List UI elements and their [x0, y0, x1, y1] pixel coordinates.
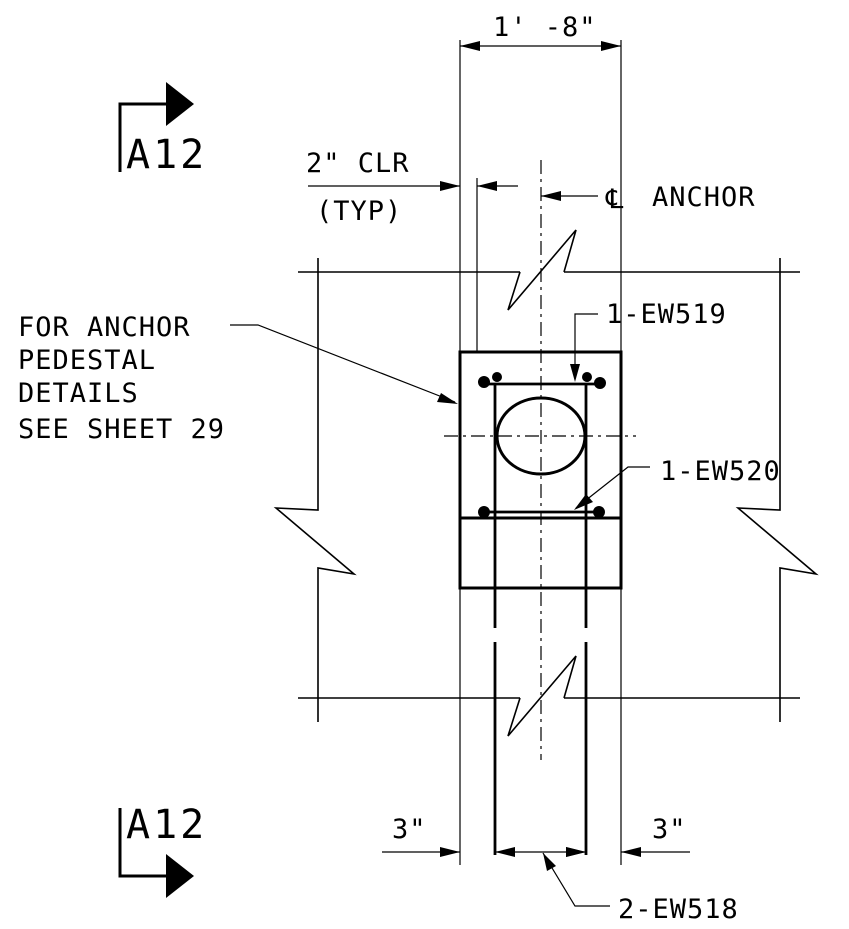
break-symbol-top: [507, 229, 577, 311]
clear-cover-arrow-left-icon: [440, 181, 460, 191]
left-3in-arrow-outer-icon: [440, 847, 460, 857]
note-line-1: FOR ANCHOR: [18, 312, 191, 343]
rebar-dot-top-left: [478, 376, 490, 388]
pedestal-outline: [458, 350, 623, 590]
section-marker-top-label: A12: [126, 132, 207, 178]
section-marker-bottom[interactable]: A12: [118, 802, 207, 898]
section-marker-bottom-arrow-icon: [166, 854, 194, 898]
centerline-arrow-icon: [541, 191, 561, 201]
dimension-arrow-right-icon: [601, 41, 621, 51]
section-marker-bottom-label: A12: [126, 802, 207, 848]
section-marker-bottom-leader: [118, 808, 168, 878]
right-3in-arrow-outer-icon: [621, 847, 641, 857]
ew519-label: 1-EW519: [606, 299, 727, 330]
right-3in-label: 3": [652, 814, 687, 845]
bottom-dimensions: 3" 3": [382, 588, 690, 865]
centerline-symbol: ℄: [605, 184, 624, 215]
left-3in-label: 3": [392, 814, 427, 845]
rebar-dot-middle-right: [593, 506, 605, 518]
break-line-left: [273, 258, 357, 722]
rebar-dot-top-left-2: [492, 372, 502, 382]
clear-cover-text-line2: (TYP): [316, 196, 402, 227]
note-line-2: PEDESTAL: [18, 345, 156, 376]
note-line-4: SEE SHEET 29: [18, 414, 225, 445]
slab-outline: [273, 229, 819, 737]
note-leader: [230, 324, 456, 403]
rebar-dot-top-right: [594, 377, 606, 389]
rebar-dot-middle-left: [478, 506, 490, 518]
anchor-pedestal: [444, 350, 636, 855]
rebar-callout-ew520: 1-EW520: [574, 456, 781, 510]
section-marker-top-leader: [118, 102, 168, 172]
ew518-label: 2-EW518: [618, 894, 739, 925]
clear-cover-text-line1: 2" CLR: [306, 148, 410, 179]
note-line-3: DETAILS: [18, 378, 139, 409]
overall-width-text: 1' -8": [493, 12, 597, 43]
right-3in-arrow-inner-icon: [566, 847, 586, 857]
pedestal-details-note: FOR ANCHOR PEDESTAL DETAILS SEE SHEET 29: [18, 312, 458, 445]
clear-cover-callout: 2" CLR (TYP): [306, 148, 518, 352]
break-symbol-bottom: [507, 655, 577, 737]
section-marker-top-arrow-icon: [166, 82, 194, 126]
note-arrow-icon: [437, 393, 458, 404]
ew520-arrow-icon: [574, 494, 593, 510]
ew519-arrow-icon: [570, 364, 580, 382]
dimension-arrow-left-icon: [460, 41, 480, 51]
ew518-arrow-icon: [543, 853, 556, 871]
centerline-anchor-callout: ℄ ANCHOR: [540, 160, 756, 760]
rebar-callout-ew518: 2-EW518: [542, 852, 739, 925]
rebar-callout-ew519: 1-EW519: [570, 299, 727, 382]
ew520-leader: [575, 466, 650, 509]
ew518-leader: [542, 852, 610, 907]
section-marker-top[interactable]: A12: [118, 82, 207, 178]
rebar-dot-top-right-2: [582, 372, 592, 382]
ew520-label: 1-EW520: [660, 456, 781, 487]
overall-width-dimension: 1' -8": [459, 12, 622, 352]
ew519-leader: [574, 313, 598, 378]
break-line-right: [735, 258, 819, 722]
centerline-text: ANCHOR: [652, 182, 756, 213]
clear-cover-arrow-right-icon: [477, 181, 497, 191]
